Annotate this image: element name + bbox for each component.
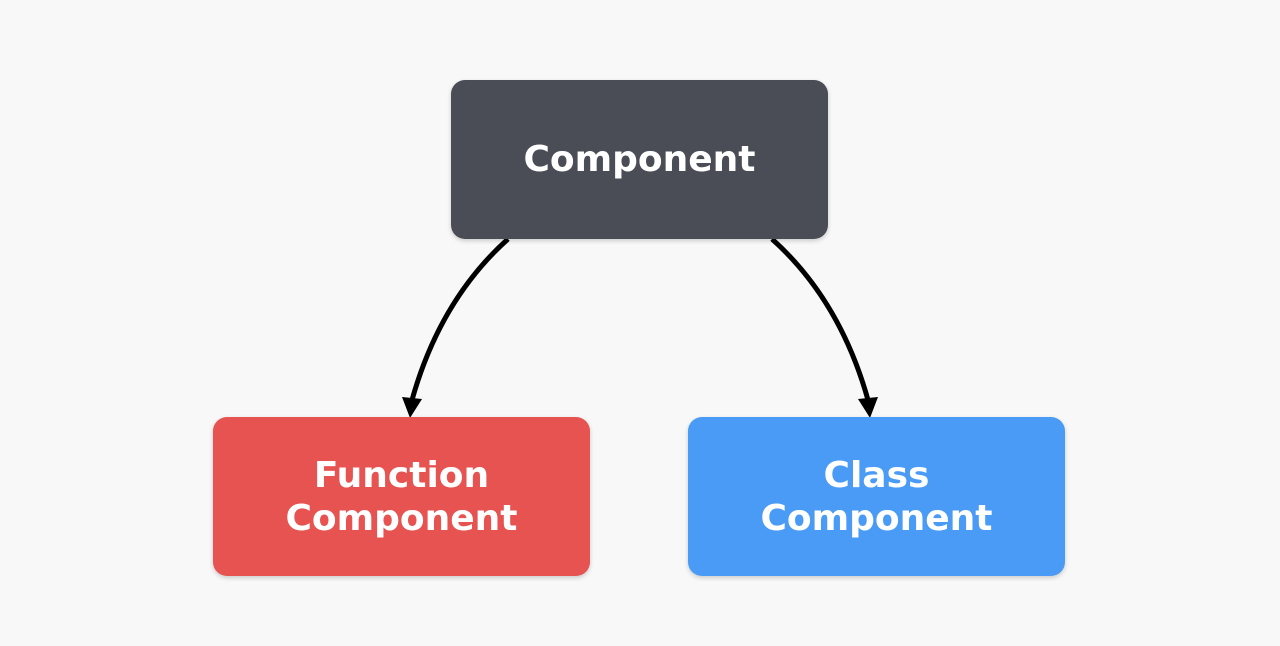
node-component-label: Component bbox=[523, 139, 756, 180]
edge-root-to-function bbox=[409, 237, 510, 401]
node-class-line2: Component bbox=[760, 497, 993, 539]
arrowhead-to-class bbox=[858, 397, 878, 418]
node-component: Component bbox=[451, 80, 828, 239]
node-function-component: Function Component bbox=[213, 417, 590, 576]
node-class-line1: Class bbox=[823, 454, 930, 496]
node-class-component: Class Component bbox=[688, 417, 1065, 576]
node-class-component-label: Class Component bbox=[760, 454, 992, 540]
node-function-line1: Function bbox=[313, 454, 490, 496]
arrowhead-to-function bbox=[402, 397, 422, 418]
node-function-component-label: Function Component bbox=[285, 454, 517, 540]
edge-root-to-class bbox=[770, 237, 871, 401]
node-function-line2: Component bbox=[285, 497, 518, 539]
